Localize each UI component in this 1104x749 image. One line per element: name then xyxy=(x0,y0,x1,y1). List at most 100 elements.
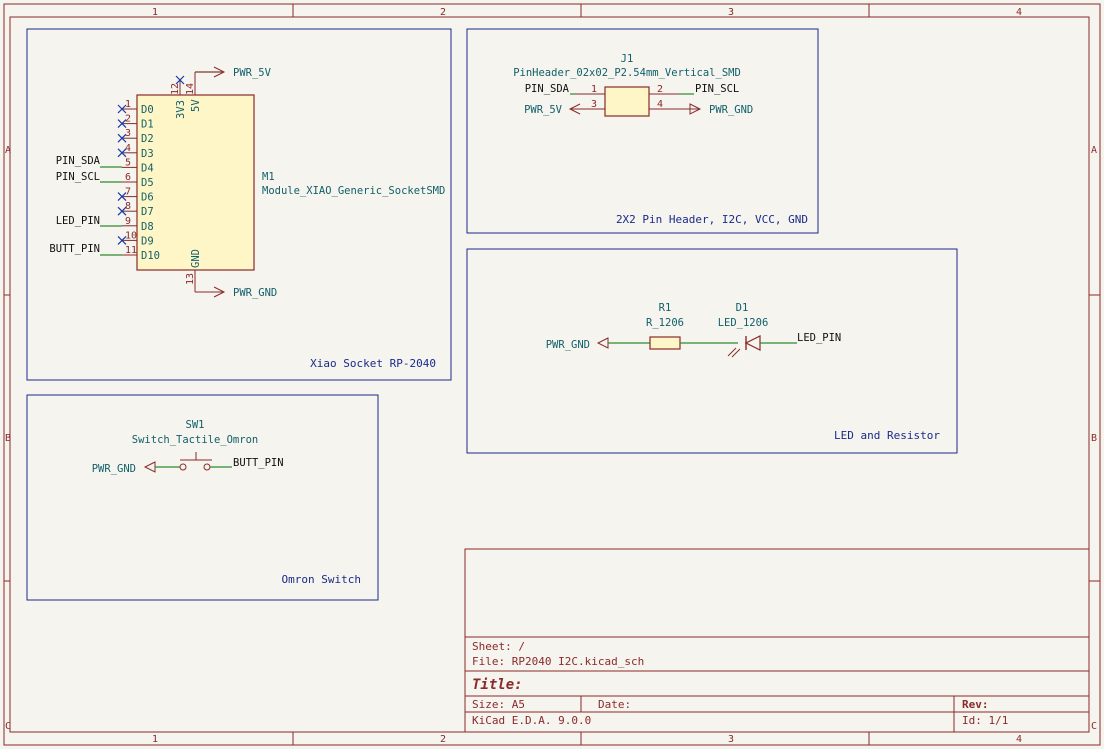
m1-pin-2-number: 2 xyxy=(125,114,131,125)
m1-reference: M1 xyxy=(262,171,275,183)
m1-pin-2-name: D1 xyxy=(141,119,154,131)
title-block-tool: KiCad E.D.A. 9.0.0 xyxy=(472,714,591,727)
m1-pin-11-number: 11 xyxy=(125,245,137,256)
r1-reference: R1 xyxy=(659,302,672,314)
frame-col-1-bottom: 1 xyxy=(152,734,158,745)
header-block-title: 2X2 Pin Header, I2C, VCC, GND xyxy=(616,213,808,226)
title-block-id: Id: 1/1 xyxy=(962,714,1008,727)
m1-pin-3-name: D2 xyxy=(141,133,154,145)
pin-header-j1[interactable]: J1 PinHeader_02x02_P2.54mm_Vertical_SMD … xyxy=(513,53,753,117)
frame-row-a-left: A xyxy=(5,145,11,156)
j1-value: PinHeader_02x02_P2.54mm_Vertical_SMD xyxy=(513,67,741,79)
j1-pin-3: 3 xyxy=(591,99,597,110)
m1-pin-4-name: D3 xyxy=(141,148,154,160)
frame-row-a-right: A xyxy=(1091,145,1097,156)
frame-row-b-right: B xyxy=(1091,433,1097,444)
frame-col-1-top: 1 xyxy=(152,7,158,18)
j1-pin-4: 4 xyxy=(657,99,663,110)
frame-row-c-left: C xyxy=(5,721,11,732)
title-block-date: Date: xyxy=(598,698,631,711)
m1-pin-13-number: 13 xyxy=(185,273,196,285)
title-block-title: Title: xyxy=(472,677,523,693)
m1-pin-12-number: 12 xyxy=(170,83,181,95)
m1-net-pin-scl: PIN_SCL xyxy=(56,171,100,183)
m1-net-pin-sda: PIN_SDA xyxy=(56,155,101,167)
m1-pin-5-name: D4 xyxy=(141,162,154,174)
sw1-reference: SW1 xyxy=(186,419,205,431)
pin-header-block: 2X2 Pin Header, I2C, VCC, GND xyxy=(466,28,819,234)
m1-pin-9-number: 9 xyxy=(125,216,131,227)
frame-row-c-right: C xyxy=(1091,721,1097,732)
xiao-block-title: Xiao Socket RP-2040 xyxy=(310,357,436,370)
m1-pin-7-name: D6 xyxy=(141,192,154,204)
j1-pin-2: 2 xyxy=(657,84,663,95)
title-block: Sheet: / File: RP2040 I2C.kicad_sch Titl… xyxy=(464,548,1090,733)
m1-pin-14-number: 14 xyxy=(185,83,196,95)
no-connect-icon xyxy=(117,104,127,114)
led-net-led-pin: LED_PIN xyxy=(797,332,841,344)
title-block-file: File: RP2040 I2C.kicad_sch xyxy=(472,655,644,668)
m1-pwr-gnd-label: PWR_GND xyxy=(233,287,277,299)
title-block-rev: Rev: xyxy=(962,698,989,711)
omron-switch-block: Omron Switch xyxy=(26,394,379,601)
no-connect-icon xyxy=(117,148,127,158)
frame-col-2-top: 2 xyxy=(440,7,446,18)
d1-value: LED_1206 xyxy=(718,317,769,329)
m1-pin-6-name: D5 xyxy=(141,177,154,189)
m1-pin-5-number: 5 xyxy=(125,157,131,168)
sw1-pwr-gnd-label: PWR_GND xyxy=(92,463,136,475)
frame-col-4-bottom: 4 xyxy=(1016,734,1022,745)
j1-reference: J1 xyxy=(621,53,634,65)
frame-col-3-top: 3 xyxy=(728,7,734,18)
switch-sw1[interactable]: SW1 Switch_Tactile_Omron PWR_GND BUTT_PI… xyxy=(92,419,284,475)
m1-pin-1-name: D0 xyxy=(141,104,154,116)
title-block-sheet: Sheet: / xyxy=(472,640,525,653)
switch-block-title: Omron Switch xyxy=(282,573,361,586)
m1-value: Module_XIAO_Generic_SocketSMD xyxy=(262,185,445,197)
r1-value: R_1206 xyxy=(646,317,684,329)
xiao-socket-block: Xiao Socket RP-2040 xyxy=(26,28,452,381)
m1-pin-8-name: D7 xyxy=(141,206,154,218)
m1-pin-3v3-name: 3V3 xyxy=(175,100,187,119)
no-connect-icon xyxy=(117,119,127,129)
no-connect-icon xyxy=(117,133,127,143)
no-connect-icon xyxy=(117,206,127,216)
j1-pin-1: 1 xyxy=(591,84,597,95)
led-d1[interactable]: D1 LED_1206 xyxy=(718,302,769,358)
m1-pin-8-number: 8 xyxy=(125,201,131,212)
j1-net-pin-sda: PIN_SDA xyxy=(525,83,570,95)
no-connect-icon xyxy=(117,235,127,245)
led-block-title: LED and Resistor xyxy=(834,429,940,442)
led-pwr-gnd-label: PWR_GND xyxy=(546,339,590,351)
no-connect-icon xyxy=(117,192,127,202)
m1-pin-11-name: D10 xyxy=(141,250,160,262)
title-block-size: Size: A5 xyxy=(472,698,525,711)
m1-pin-4-number: 4 xyxy=(125,143,131,154)
frame-col-3-bottom: 3 xyxy=(728,734,734,745)
m1-pin-6-number: 6 xyxy=(125,172,131,183)
m1-net-led-pin: LED_PIN xyxy=(56,215,100,227)
led-resistor-circuit[interactable]: PWR_GND R1 R_1206 D1 LED_1206 LED_PIN xyxy=(546,302,842,358)
m1-pin-7-number: 7 xyxy=(125,187,131,198)
frame-col-4-top: 4 xyxy=(1016,7,1022,18)
m1-net-butt-pin: BUTT_PIN xyxy=(49,243,100,255)
m1-pin-10-name: D9 xyxy=(141,235,154,247)
frame-col-2-bottom: 2 xyxy=(440,734,446,745)
m1-pin-1-number: 1 xyxy=(125,99,131,110)
m1-pin-9-name: D8 xyxy=(141,221,154,233)
m1-pin-5v-name: 5V xyxy=(190,99,202,112)
j1-pwr-gnd-label: PWR_GND xyxy=(709,104,753,116)
m1-pin-3-number: 3 xyxy=(125,128,131,139)
j1-pwr-5v-label: PWR_5V xyxy=(524,104,563,116)
resistor-r1[interactable]: R1 R_1206 xyxy=(646,302,684,350)
m1-pwr-5v-label: PWR_5V xyxy=(233,67,272,79)
led-resistor-block: LED and Resistor xyxy=(466,248,958,454)
xiao-module-m1[interactable]: M1 Module_XIAO_Generic_SocketSMD 1 D0 2 D1 3… xyxy=(49,66,445,299)
m1-pin-10-number: 10 xyxy=(125,230,137,241)
frame-row-b-left: B xyxy=(5,433,11,444)
sw1-value: Switch_Tactile_Omron xyxy=(132,434,258,446)
m1-left-pins: 1 D0 2 D1 3 D2 4 D3 5 D4 6 D5 7 D6 8 D7 9 D8 10 D9 11 D10 xyxy=(117,99,160,262)
j1-net-pin-scl: PIN_SCL xyxy=(695,83,739,95)
m1-pin-gnd-name: GND xyxy=(190,249,202,268)
